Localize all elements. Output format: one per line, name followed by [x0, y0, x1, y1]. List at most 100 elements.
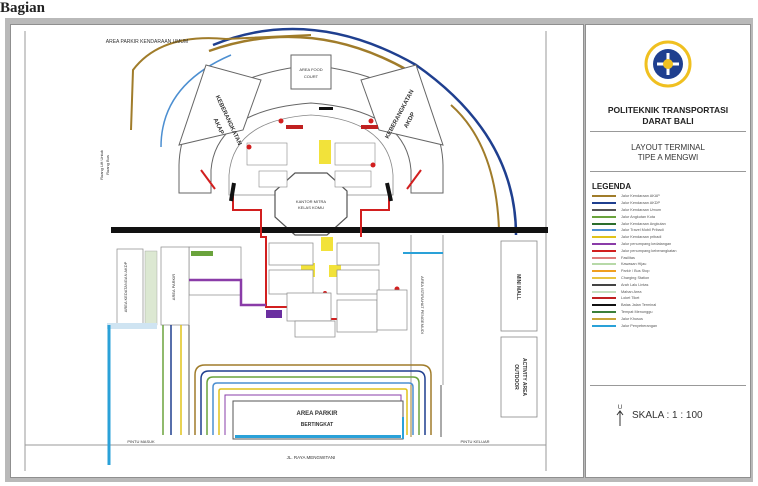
- room-center-lower: [294, 320, 336, 338]
- legend-row: Jalur Kendaraan AKAP: [592, 193, 746, 200]
- outdoor-area: [500, 336, 538, 418]
- legend-label: Jalur Angkutan Kota: [621, 214, 655, 219]
- route-blue-left: [160, 54, 232, 148]
- dot-2: [278, 118, 284, 124]
- legend-list: Jalur Kendaraan AKAP Jalur Kendaraan AKDP…: [592, 193, 746, 329]
- legend-label: Parkir / Bus Stop: [621, 269, 650, 274]
- legend-label: Mahan Area: [621, 289, 642, 294]
- legend-swatch: [592, 310, 616, 313]
- legend-label: Jalur Kendaraan Angkutan: [621, 221, 666, 226]
- route-akap-left: [130, 34, 312, 131]
- legend-swatch: [592, 317, 616, 320]
- site-plan-sheet: AREA PARKIR KENDARAAN UMUM AREA FOOD COU…: [10, 24, 584, 478]
- legend-label: Jalur Kendaraan AKDP: [621, 201, 661, 206]
- divider-c: [590, 385, 746, 386]
- room-far-right: [376, 289, 408, 331]
- label-outdoor-2: ACTIVITY AREA: [521, 358, 527, 396]
- wing-akdp: [360, 64, 444, 146]
- drawing-line-1: LAYOUT TERMINAL: [631, 143, 705, 152]
- label-kedatangan-akdp: AREA KEDATANGAN AKDP: [123, 261, 128, 312]
- legend-row: Loket Tiket: [592, 295, 746, 302]
- legend-row: Jalur Kendaraan pribadi: [592, 234, 746, 241]
- room-1: [246, 142, 288, 166]
- loop-yellow: [218, 388, 408, 435]
- legend-row: Jalur Travel Mobil Pribadi: [592, 227, 746, 234]
- loop-green: [206, 376, 420, 435]
- legend-swatch: [592, 324, 616, 327]
- legend-label: Jalur Kendaraan Umum: [621, 207, 662, 212]
- legend-row: Jalur Kendaraan Angkutan: [592, 220, 746, 227]
- label-kantor-1: KANTOR MITRA: [296, 199, 326, 204]
- room-4: [334, 170, 372, 188]
- loop-akap: [194, 364, 432, 435]
- loop-akdp: [200, 370, 426, 435]
- marker-left: [229, 182, 236, 202]
- header-title: Bagian: [0, 0, 46, 16]
- institution-line-1: POLITEKNIK TRANSPORTASI: [607, 105, 729, 115]
- legend-swatch: [592, 270, 616, 273]
- legend-swatch: [592, 229, 616, 232]
- legend-label: Charging Station: [621, 275, 650, 280]
- legend-swatch: [592, 256, 616, 259]
- green-strip: [144, 250, 158, 326]
- legend-row: Jalur Penyeberangan: [592, 322, 746, 329]
- legend-label: Jalur Khusus: [621, 316, 643, 321]
- loket-1: [286, 125, 303, 129]
- title-block-panel: POLITEKNIK TRANSPORTASI DARAT BALI LAYOU…: [585, 24, 751, 478]
- legend-swatch: [592, 242, 616, 245]
- parking-building: [232, 400, 404, 440]
- parking-blue-edge: [235, 435, 401, 438]
- legend-row: Tempat Menunggu: [592, 309, 746, 316]
- label-istirahat: AREA ISTIRAHAT PENGEMUDI: [420, 276, 425, 334]
- label-parkir-bertingkat-1: AREA PARKIR: [296, 411, 338, 417]
- black-road: [111, 227, 548, 233]
- label-jalan: JL. RAYA MENGWITANI: [287, 455, 336, 460]
- label-parkir-bertingkat-2: BERTINGKAT: [301, 422, 333, 428]
- legend-label: Jalur Kendaraan AKAP: [621, 194, 660, 199]
- room-5: [268, 242, 314, 266]
- label-top-box-1: AREA FOOD: [299, 67, 322, 72]
- gate-top: [319, 107, 333, 110]
- marker-right: [385, 182, 393, 202]
- label-top-box-2: COURT: [304, 74, 319, 79]
- legend-swatch: [592, 202, 616, 205]
- legend-swatch: [592, 195, 616, 198]
- label-outdoor-1: OUTDOOR: [513, 364, 519, 390]
- legend-swatch: [592, 236, 616, 239]
- mini-mall: [500, 240, 538, 332]
- legend-title: LEGENDA: [592, 182, 632, 191]
- blue-strip-left: [107, 323, 157, 329]
- legend-swatch: [592, 283, 616, 286]
- room-7: [268, 269, 314, 295]
- scale-text: SKALA : 1 : 100: [632, 409, 703, 421]
- legend-row: Jalur penumpang keberangkatan: [592, 247, 746, 254]
- legend-label: Jalur Travel Mobil Pribadi: [621, 228, 664, 233]
- label-pintu-masuk: PINTU MASUK: [127, 439, 155, 444]
- room-left-area: [116, 248, 144, 328]
- legend-label: Fasilitas: [621, 255, 635, 260]
- yellow-block-1: [319, 140, 331, 164]
- red-path-left: [232, 193, 287, 308]
- label-left-box-2: Ruang Bus: [105, 155, 110, 175]
- room-center-bottom: [286, 292, 332, 322]
- scale-block: U SKALA : 1 : 100: [614, 403, 703, 427]
- legend-swatch: [592, 276, 616, 279]
- room-left-col: [160, 246, 190, 326]
- legend-swatch: [592, 249, 616, 252]
- red-path-right: [360, 193, 390, 237]
- institution-name: POLITEKNIK TRANSPORTASI DARAT BALI: [590, 105, 746, 127]
- north-arrow-icon: U: [616, 405, 624, 426]
- legend-swatch: [592, 263, 616, 266]
- purple-path: [189, 278, 266, 307]
- room-right-bottom: [336, 299, 378, 333]
- institution-logo-icon: [644, 40, 692, 88]
- north-letter: U: [618, 405, 622, 411]
- loket-2: [361, 125, 378, 129]
- drawing-title: LAYOUT TERMINAL TIPE A MENGWI: [590, 143, 746, 163]
- central-octagon: [274, 172, 348, 236]
- legend-label: Jalur Kendaraan pribadi: [621, 235, 662, 240]
- legend-label: Batas Jalan Terminal: [621, 303, 657, 308]
- top-box: [290, 54, 332, 90]
- legend-row: Parkir / Bus Stop: [592, 268, 746, 275]
- legend-row: Jalur Kendaraan Umum: [592, 207, 746, 214]
